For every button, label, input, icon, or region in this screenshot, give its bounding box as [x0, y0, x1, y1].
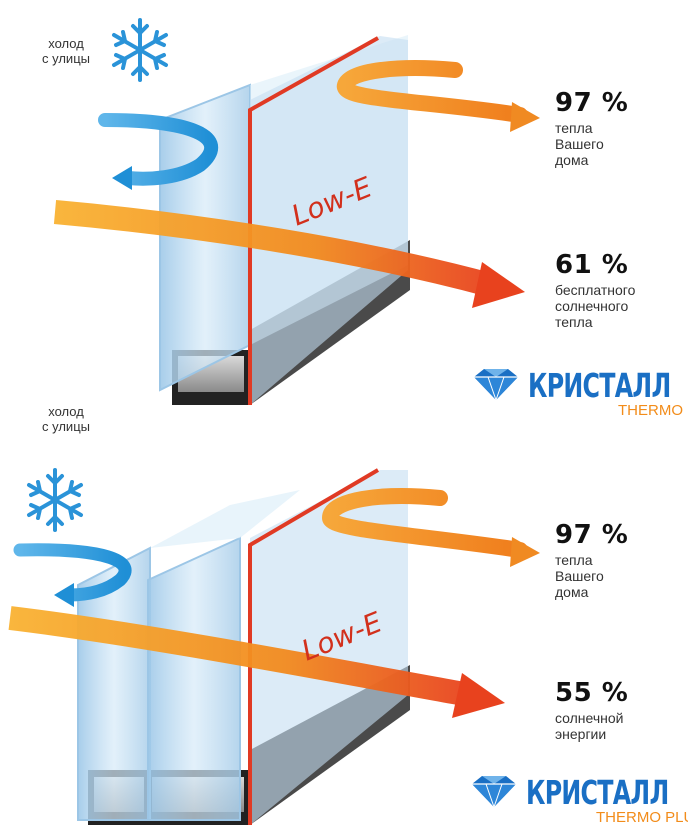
solar-arrow	[8, 606, 473, 707]
glass-pane-inner	[250, 470, 408, 825]
cold-outside-label: холод с улицы	[42, 36, 90, 66]
double-glazing-illustration	[53, 18, 540, 405]
snowflake-icon	[27, 468, 83, 532]
stat-heat-desc: тепла Вашего дома	[555, 552, 604, 600]
stat-solar-desc: бесплатного солнечного тепла	[555, 282, 636, 330]
brand-name: КРИСТАЛЛ	[528, 366, 671, 405]
brand-logo: КРИСТАЛЛ THERMO	[470, 366, 688, 419]
heat-reflect-arrow	[336, 60, 528, 123]
triple-glazing-illustration	[8, 468, 540, 825]
snowflake-icon	[112, 18, 168, 82]
heat-reflect-arrow	[321, 488, 528, 558]
glass-pane-inner	[250, 36, 408, 405]
brand-logo: КРИСТАЛЛ THERMO PLUS	[468, 773, 688, 833]
low-e-coating-line	[248, 468, 380, 825]
glass-pane-middle	[147, 536, 241, 821]
diamond-logo-icon	[471, 775, 517, 808]
stat-solar-value: 55 %	[555, 678, 629, 708]
brand-name: КРИСТАЛЛ	[526, 773, 669, 812]
cold-arrow	[98, 113, 218, 186]
double-glazing-panel: холод с улицы Low-E 97 % тепла Вашего до…	[42, 18, 688, 419]
stat-heat-desc: тепла Вашего дома	[555, 120, 604, 168]
low-e-coating-line	[248, 36, 379, 405]
triple-glazing-panel: холод с улицы Low-E 97 % тепла Вашего до…	[0, 404, 688, 835]
diamond-logo-icon	[473, 368, 519, 401]
cold-arrow	[13, 543, 132, 602]
stat-heat-value: 97 %	[555, 520, 629, 550]
stat-solar-desc: солнечной энергии	[555, 710, 624, 742]
brand-sub: THERMO	[618, 402, 683, 419]
solar-arrow	[53, 200, 494, 297]
cold-outside-label: холод с улицы	[42, 404, 90, 434]
stat-solar-value: 61 %	[555, 250, 629, 280]
brand-sub: THERMO PLUS	[596, 809, 688, 826]
stat-heat-value: 97 %	[555, 88, 629, 118]
